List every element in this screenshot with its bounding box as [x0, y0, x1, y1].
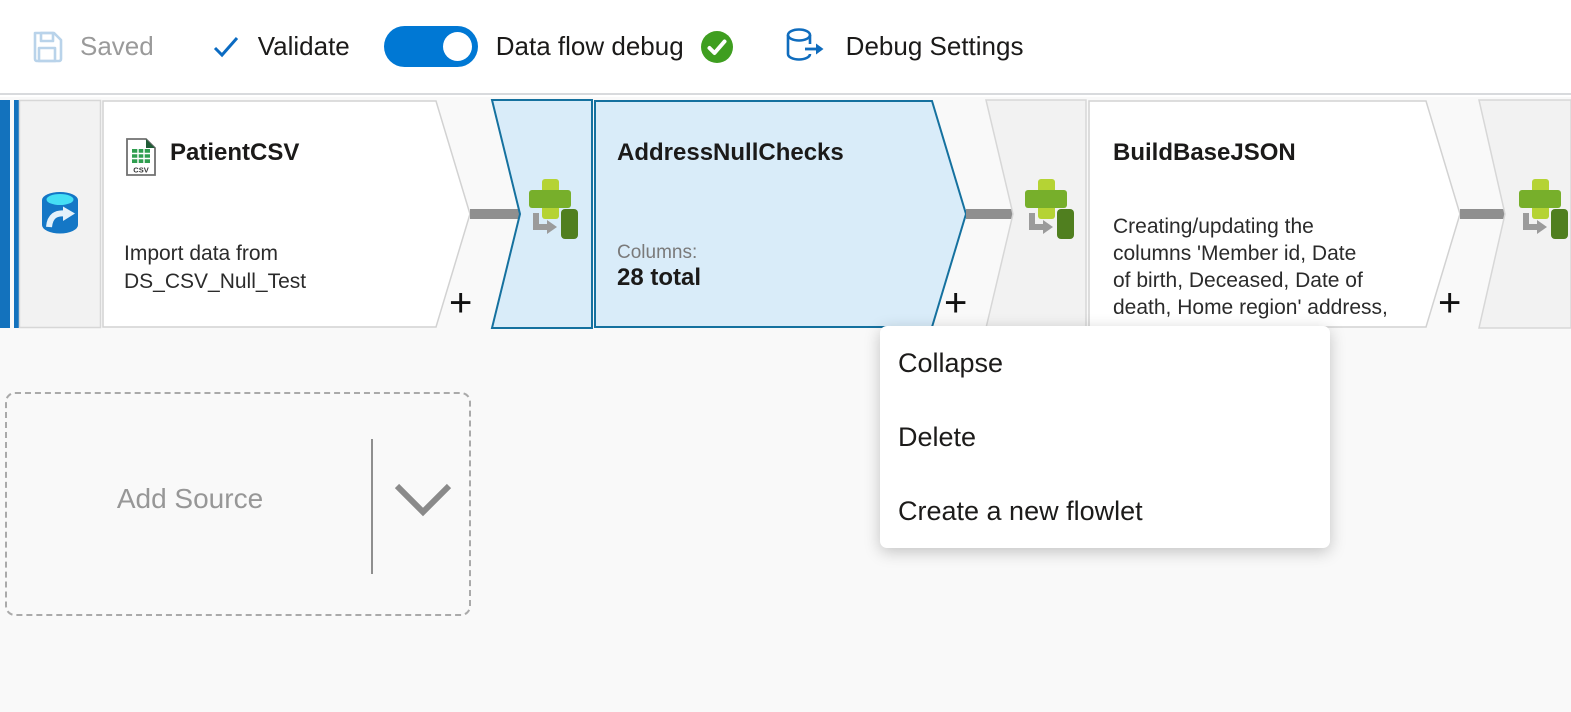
- add-source-label[interactable]: Add Source: [116, 483, 264, 514]
- add-transform-button[interactable]: +: [1438, 281, 1462, 325]
- add-transform-button[interactable]: +: [944, 281, 968, 325]
- toggle-knob: [442, 32, 472, 61]
- dataflow-debug-toggle[interactable]: [383, 26, 478, 67]
- debug-settings-button[interactable]: Debug Settings: [845, 31, 1024, 61]
- data-cylinder-arrow-icon: [37, 187, 83, 246]
- menu-item-collapse[interactable]: Collapse: [898, 347, 1004, 378]
- debug-success-badge-icon: [700, 30, 733, 63]
- derived-column-icon: [520, 178, 580, 247]
- debug-settings-icon[interactable]: [784, 27, 828, 67]
- columns-label: Columns:: [617, 242, 698, 263]
- node-title-buildbasejson: BuildBaseJSON: [1113, 139, 1296, 166]
- add-transform-button[interactable]: +: [449, 281, 473, 325]
- svg-text:CSV: CSV: [133, 166, 148, 175]
- node-desc-patientcsv: Import data from DS_CSV_Null_Test: [124, 242, 307, 293]
- node-context-menu: Collapse Delete Create a new flowlet: [880, 326, 1330, 548]
- columns-value: 28 total: [617, 264, 702, 291]
- menu-item-create-flowlet[interactable]: Create a new flowlet: [898, 495, 1143, 526]
- node-title-patientcsv: PatientCSV: [170, 139, 300, 166]
- add-source-divider: [371, 439, 373, 574]
- validate-check-icon: [213, 36, 238, 57]
- toolbar: Saved Validate Data flow debug Debug Set…: [0, 0, 1571, 95]
- menu-item-delete[interactable]: Delete: [898, 421, 977, 452]
- validate-button[interactable]: Validate: [257, 31, 350, 61]
- save-icon: [33, 31, 63, 62]
- csv-file-icon: CSV: [124, 136, 158, 183]
- node-title-addressnullchecks: AddressNullChecks: [617, 139, 844, 166]
- add-source-box[interactable]: Add Source: [5, 392, 471, 616]
- dataflow-debug-label: Data flow debug: [495, 31, 684, 61]
- derived-column-icon: [1016, 178, 1076, 247]
- node-desc-buildbasejson: Creating/updating the columns 'Member id…: [1113, 215, 1388, 319]
- chevron-down-icon[interactable]: [392, 480, 456, 520]
- derived-column-icon: [1510, 178, 1570, 247]
- saved-status-label: Saved: [80, 31, 154, 61]
